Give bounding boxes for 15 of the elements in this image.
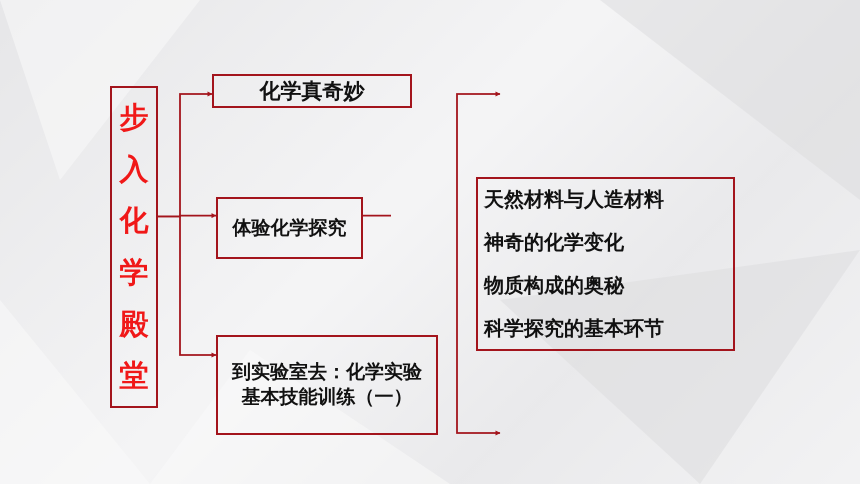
list-item: 科学探究的基本环节	[484, 315, 664, 342]
topic-text: 化学真奇妙	[260, 78, 364, 105]
list-item: 天然材料与人造材料	[484, 186, 664, 213]
title-box	[110, 86, 158, 408]
connector-line	[363, 214, 391, 216]
topic-box	[212, 74, 412, 108]
topic-box	[216, 197, 363, 259]
topic-text: 到实验室去：化学实验基本技能训练（一）	[230, 360, 423, 410]
list-item: 物质构成的奥秘	[484, 272, 624, 299]
topic-box	[216, 335, 438, 435]
list-item: 神奇的化学变化	[484, 229, 624, 256]
title-text: 步入化学殿堂	[120, 99, 148, 394]
topic-text: 体验化学探究	[231, 216, 348, 240]
content-box	[476, 177, 735, 351]
arrow	[158, 216, 216, 358]
